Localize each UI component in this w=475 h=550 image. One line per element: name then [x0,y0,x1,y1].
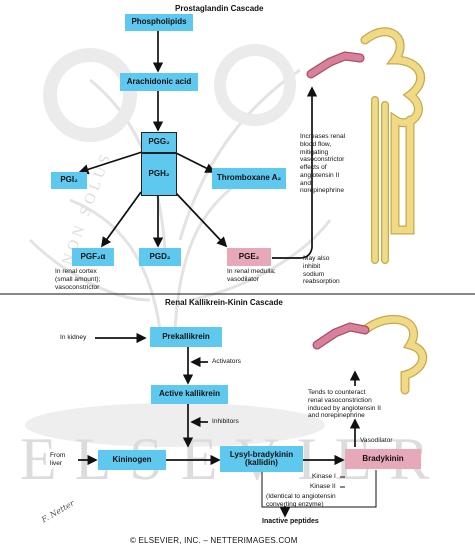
kininogen-box: Kininogen [98,450,166,470]
vasodilator-label: Vasodilator [360,437,393,444]
prekallikrein-box: Prekallikrein [150,327,222,347]
bracket-kinase [261,470,377,508]
copyright-footer: © ELSEVIER, INC. – NETTERIMAGES.COM [130,536,298,545]
arrow-pgg2-pgi2 [78,151,143,175]
pgi2-box: PGI₂ [51,172,87,189]
pgd2-box: PGD₂ [139,248,181,266]
nephron-bottom-illustration [312,314,427,395]
kinase-1-label: Kinase I [312,473,336,480]
activators-label: Activators [212,358,241,365]
pge2-note: In renal medulla; vasodilator [227,268,276,283]
nephron-top-illustration [306,27,426,264]
thromboxane-box: Thromboxane A₂ [212,168,286,189]
bradykinin-box: Bradykinin [345,449,421,469]
active-kallikrein-box: Active kallikrein [151,385,228,404]
ace-note: (Identical to angiotensin converting enz… [266,493,336,508]
blood-flow-note: Increases renal blood flow, mitigating v… [300,133,346,195]
pgf2a-note: In renal cortex (small amount); vasocons… [55,268,101,291]
pgh2-box: PGH₂ [141,153,177,196]
kinase-2-label: Kinase II [310,483,336,490]
kallikrein-cascade-title: Renal Kallikrein-Kinin Cascade [165,298,283,307]
pgf2a-box: PGF₂α [72,248,114,266]
lysyl-bradykinin-box: Lysyl-bradykinin (kallidin) [220,446,303,472]
in-kidney-label: In kidney [60,334,87,341]
sodium-note: May also inhibit sodium reabsorption [303,255,340,286]
arrow-pge2-nephron [272,86,318,259]
inactive-peptides-label: Inactive peptides [262,518,319,525]
prostaglandin-cascade-title: Prostaglandin Cascade [175,4,264,13]
from-liver-label: From liver [50,452,66,467]
arrow-pgh2-pge2 [174,191,228,248]
phospholipids-box: Phospholipids [125,14,193,31]
arrow-pgh2-pgf2a [101,191,142,248]
counteract-note: Tends to counteract renal vasoconstricti… [308,389,381,420]
pge2-box: PGE₂ [227,248,271,266]
pgg2-box: PGG₂ [141,132,177,153]
inhibitors-label: Inhibitors [212,418,239,425]
arrow-pgg2-thromboxane [173,151,216,173]
arachidonic-acid-box: Arachidonic acid [120,73,198,91]
